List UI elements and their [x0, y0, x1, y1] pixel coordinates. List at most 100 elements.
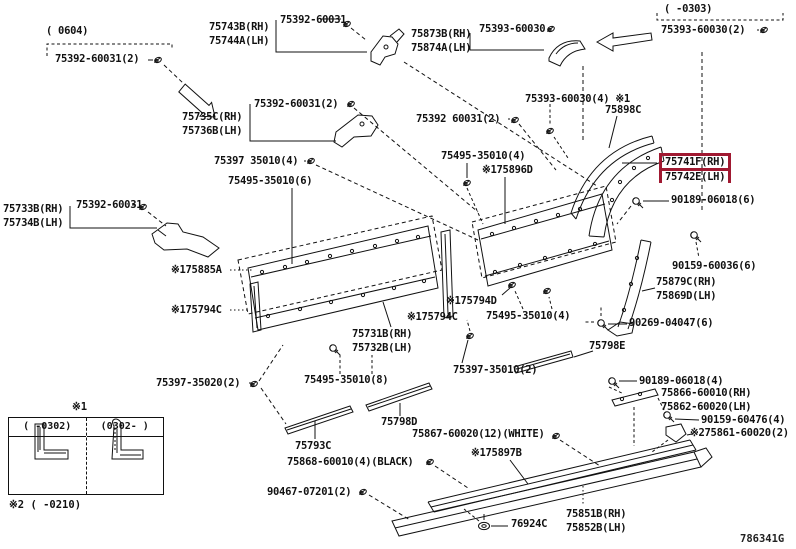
selected-part-label-75741f[interactable]: 75741F(RH) 75742E(LH) — [659, 150, 732, 183]
selected-part-lh[interactable]: 75742E(LH) — [659, 171, 732, 183]
clip-icon — [346, 99, 356, 109]
date-bracket-left — [46, 43, 173, 56]
part-label-75397-35020-2[interactable]: 75397-35020(2) — [156, 377, 241, 389]
selected-part-rh[interactable]: 75741F(RH) — [659, 153, 732, 171]
part-label-75798e[interactable]: 75798E — [589, 340, 626, 352]
clip-icon — [462, 178, 472, 188]
part-label-75393-60030-4[interactable]: 75393-60030(4) ※1 — [525, 93, 630, 105]
note-variant-left-header: ( -0302) — [9, 418, 86, 437]
part-label-75495-35010-8[interactable]: 75495-35010(8) — [304, 374, 389, 386]
part-rear-door-moulding — [477, 193, 613, 287]
clip-icon — [358, 487, 368, 497]
clip-icon — [306, 156, 316, 166]
part-label-75743b-75744a[interactable]: 75743B(RH) 75744A(LH) — [209, 21, 270, 47]
l-moulding-late-icon — [110, 418, 143, 460]
part-pad-75861 — [665, 423, 687, 443]
part-label-75873b-75874a[interactable]: 75873B(RH) 75874A(LH) — [411, 28, 472, 54]
part-label-75898c[interactable]: 75898C — [605, 104, 642, 116]
part-label-75495-35010-4-a[interactable]: 75495-35010(4) — [441, 150, 526, 162]
part-label-90467-07201-2[interactable]: 90467-07201(2) — [267, 486, 352, 498]
part-label-90189-06018-4[interactable]: 90189-06018(4) — [639, 375, 724, 387]
part-label-75393-60030-2[interactable]: 75393-60030(2) — [661, 24, 746, 36]
part-quarter-strip-75879c — [607, 239, 652, 337]
part-label-75733b-75734b[interactable]: 75733B(RH) 75734B(LH) — [3, 203, 64, 229]
part-label-75495-35010-4-b[interactable]: 75495-35010(4) — [486, 310, 571, 322]
part-label-75392-60031-left[interactable]: 75392-60031 — [76, 199, 143, 211]
part-label-75868-60010[interactable]: 75868-60010(4)(BLACK) — [287, 456, 414, 468]
part-label-75397-35010-2[interactable]: 75397-35010(2) — [453, 364, 538, 376]
part-label-75896d[interactable]: ※175896D — [482, 164, 533, 176]
part-label-75397-35010-4[interactable]: 75397 35010(4) — [214, 155, 299, 167]
part-sash-corner — [548, 40, 586, 67]
part-label-90159-60476-4[interactable]: 90159-60476(4) — [701, 414, 786, 426]
part-label-75879c-75869d[interactable]: 75879C(RH) 75869D(LH) — [656, 276, 717, 302]
part-label-75392-60031-2-c[interactable]: 75392 60031(2) — [416, 113, 501, 125]
screw-icon — [690, 231, 702, 243]
part-label-75866-75862[interactable]: 75866-60010(RH) 75862-60020(LH) — [661, 387, 752, 413]
part-label-75793c[interactable]: 75793C — [295, 440, 332, 452]
note-box-title: ※1 — [72, 401, 88, 413]
part-label-76924c[interactable]: 76924C — [511, 518, 548, 530]
clip-icon — [545, 126, 555, 136]
note-box-footnote: ※2 ( -0210) — [9, 499, 82, 511]
part-label-75794c-b[interactable]: ※175794C — [407, 311, 458, 323]
screw-icon — [329, 344, 341, 356]
direction-arrow-icon — [595, 32, 653, 52]
part-label-90159-60036-6[interactable]: 90159-60036(6) — [672, 260, 757, 272]
part-label-75861-60020[interactable]: ※275861-60020(2) — [690, 427, 789, 439]
clip-icon — [546, 24, 556, 34]
part-front-end-bracket-75733 — [151, 222, 220, 258]
screw-icon — [597, 319, 609, 331]
part-label-75735c-75736b[interactable]: 75735C(RH) 75736B(LH) — [182, 111, 243, 137]
clip-icon — [507, 280, 517, 290]
part-label-75392-60031-2-a[interactable]: 75392-60031(2) — [55, 53, 140, 65]
part-roof-side-bracket — [370, 28, 405, 66]
part-label-75885a[interactable]: ※175885A — [171, 264, 222, 276]
part-quarter-arch-75741f — [588, 146, 665, 238]
part-slat-75798e — [513, 350, 574, 374]
note-variant-left: ( -0302) — [9, 418, 86, 494]
grommet-icon — [478, 521, 490, 531]
figure-code: 786341G — [740, 533, 785, 545]
note-variant-box: ( -0302) (0302- ) — [8, 417, 164, 495]
part-front-door-moulding — [247, 225, 439, 331]
part-rocker-moulding-75851 — [391, 439, 713, 537]
date-note-top-left: ( 0604) — [46, 25, 89, 37]
clip-icon — [759, 25, 769, 35]
note-variant-right-header: (0302- ) — [86, 418, 163, 437]
clip-icon — [425, 457, 435, 467]
date-note-top-right: ( -0303) — [664, 3, 713, 15]
clip-icon — [510, 115, 520, 125]
part-label-75897b[interactable]: ※175897B — [471, 447, 522, 459]
part-label-75794c-a[interactable]: ※175794C — [171, 304, 222, 316]
part-label-75867-60020[interactable]: 75867-60020(12)(WHITE) — [412, 428, 545, 440]
l-moulding-early-icon — [34, 423, 69, 460]
part-label-90269-04047-6[interactable]: 90269-04047(6) — [629, 317, 714, 329]
clip-icon — [249, 379, 259, 389]
part-slat-75798d — [365, 382, 433, 412]
part-label-75798d[interactable]: 75798D — [381, 416, 418, 428]
clip-icon — [542, 286, 552, 296]
part-pillar-tape-b — [440, 229, 454, 319]
part-label-75392-60031-2-b[interactable]: 75392-60031(2) — [254, 98, 339, 110]
part-label-75495-35010-6[interactable]: 75495-35010(6) — [228, 175, 313, 187]
part-strip-75866 — [611, 388, 659, 407]
direction-arrow-icon — [178, 83, 216, 118]
part-label-75794d[interactable]: ※175794D — [446, 295, 497, 307]
part-slat-75793c — [284, 405, 354, 435]
part-label-75392-60031-top[interactable]: 75392-60031 — [280, 14, 347, 26]
part-label-90189-06018-6[interactable]: 90189-06018(6) — [671, 194, 756, 206]
part-label-75851b-75852b[interactable]: 75851B(RH) 75852B(LH) — [566, 508, 627, 534]
note-variant-right: (0302- ) — [85, 418, 163, 494]
part-label-75731b-75732b[interactable]: 75731B(RH) 75732B(LH) — [352, 328, 413, 354]
clip-icon — [153, 55, 163, 65]
part-pillar-tape-a — [249, 281, 262, 333]
clip-icon — [465, 331, 475, 341]
part-front-bracket-75735 — [333, 114, 379, 148]
screw-icon — [632, 197, 644, 209]
part-arch-strip-75898c — [570, 135, 655, 220]
screw-icon — [608, 377, 620, 389]
part-label-75393-60030[interactable]: 75393-60030 — [479, 23, 546, 35]
